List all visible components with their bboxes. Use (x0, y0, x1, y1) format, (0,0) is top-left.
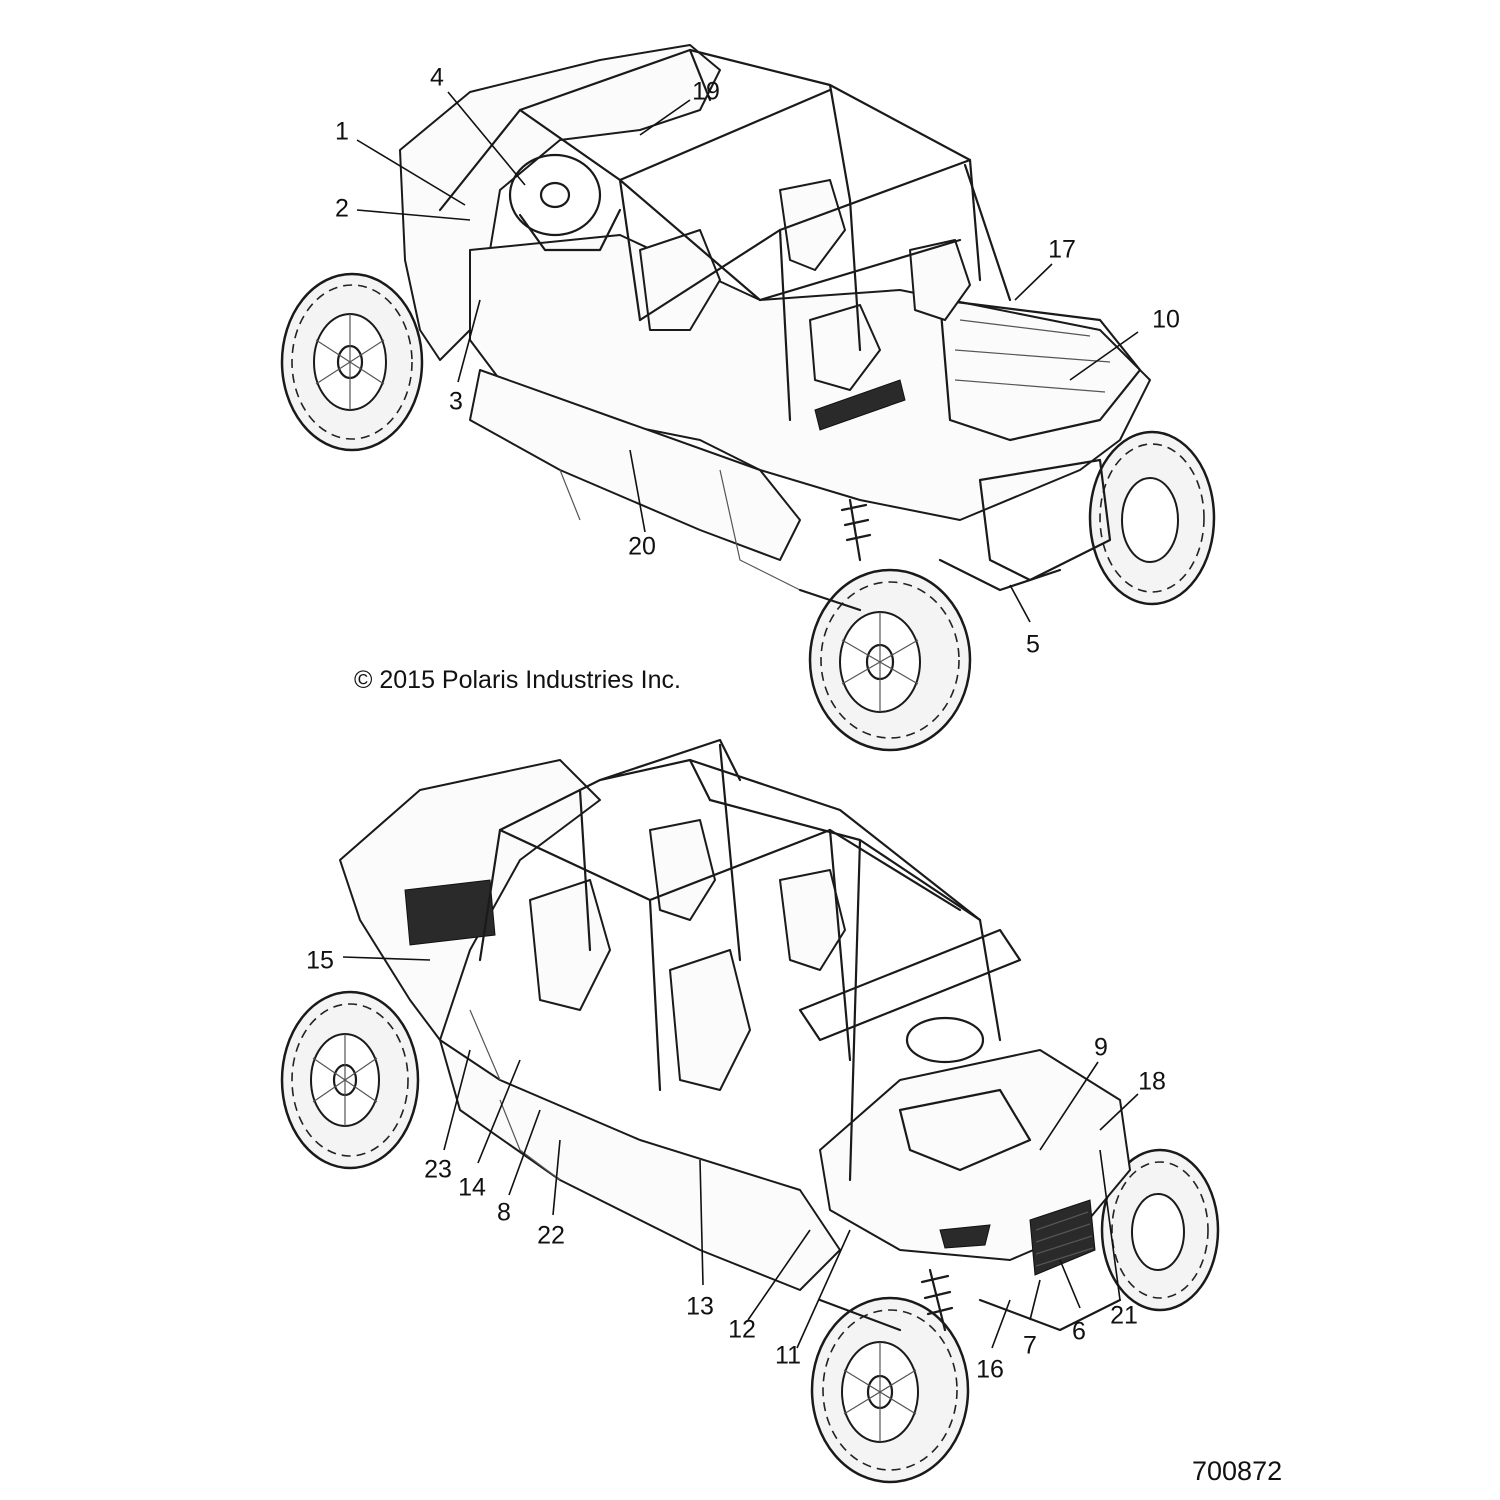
callout-13: 13 (686, 1292, 714, 1321)
callout-9: 9 (1094, 1033, 1108, 1062)
callout-4: 4 (430, 63, 444, 92)
callout-17: 17 (1048, 235, 1076, 264)
bottom-vehicle-illustration (280, 738, 1220, 1484)
callout-19: 19 (692, 77, 720, 106)
leader-lines (342, 91, 1139, 1349)
callout-10: 10 (1152, 305, 1180, 334)
top-far-right-wheel (1088, 430, 1216, 606)
callout-22: 22 (537, 1221, 565, 1250)
copyright-notice: © 2015 Polaris Industries Inc. (354, 666, 681, 694)
callout-7: 7 (1023, 1331, 1037, 1360)
top-front-wheel (808, 568, 972, 752)
callout-16: 16 (976, 1355, 1004, 1384)
callout-8: 8 (497, 1198, 511, 1227)
callout-20: 20 (628, 532, 656, 561)
callout-23: 23 (424, 1155, 452, 1184)
callout-5: 5 (1026, 630, 1040, 659)
bottom-front-wheel (810, 1296, 970, 1484)
top-vehicle-illustration (280, 44, 1216, 752)
bottom-far-right-wheel (1100, 1148, 1220, 1312)
callout-15: 15 (306, 946, 334, 975)
callout-11: 11 (775, 1341, 801, 1370)
callout-14: 14 (458, 1173, 486, 1202)
callout-2: 2 (335, 194, 349, 223)
figure-number: 700872 (1192, 1456, 1283, 1486)
callout-12: 12 (728, 1315, 756, 1344)
callout-18: 18 (1138, 1067, 1166, 1096)
callout-3: 3 (449, 387, 463, 416)
callout-6: 6 (1072, 1317, 1086, 1346)
callout-1: 1 (335, 117, 349, 146)
bottom-rear-left-wheel (280, 990, 420, 1170)
top-rear-left-wheel (280, 272, 424, 452)
callout-21: 21 (1110, 1301, 1138, 1330)
